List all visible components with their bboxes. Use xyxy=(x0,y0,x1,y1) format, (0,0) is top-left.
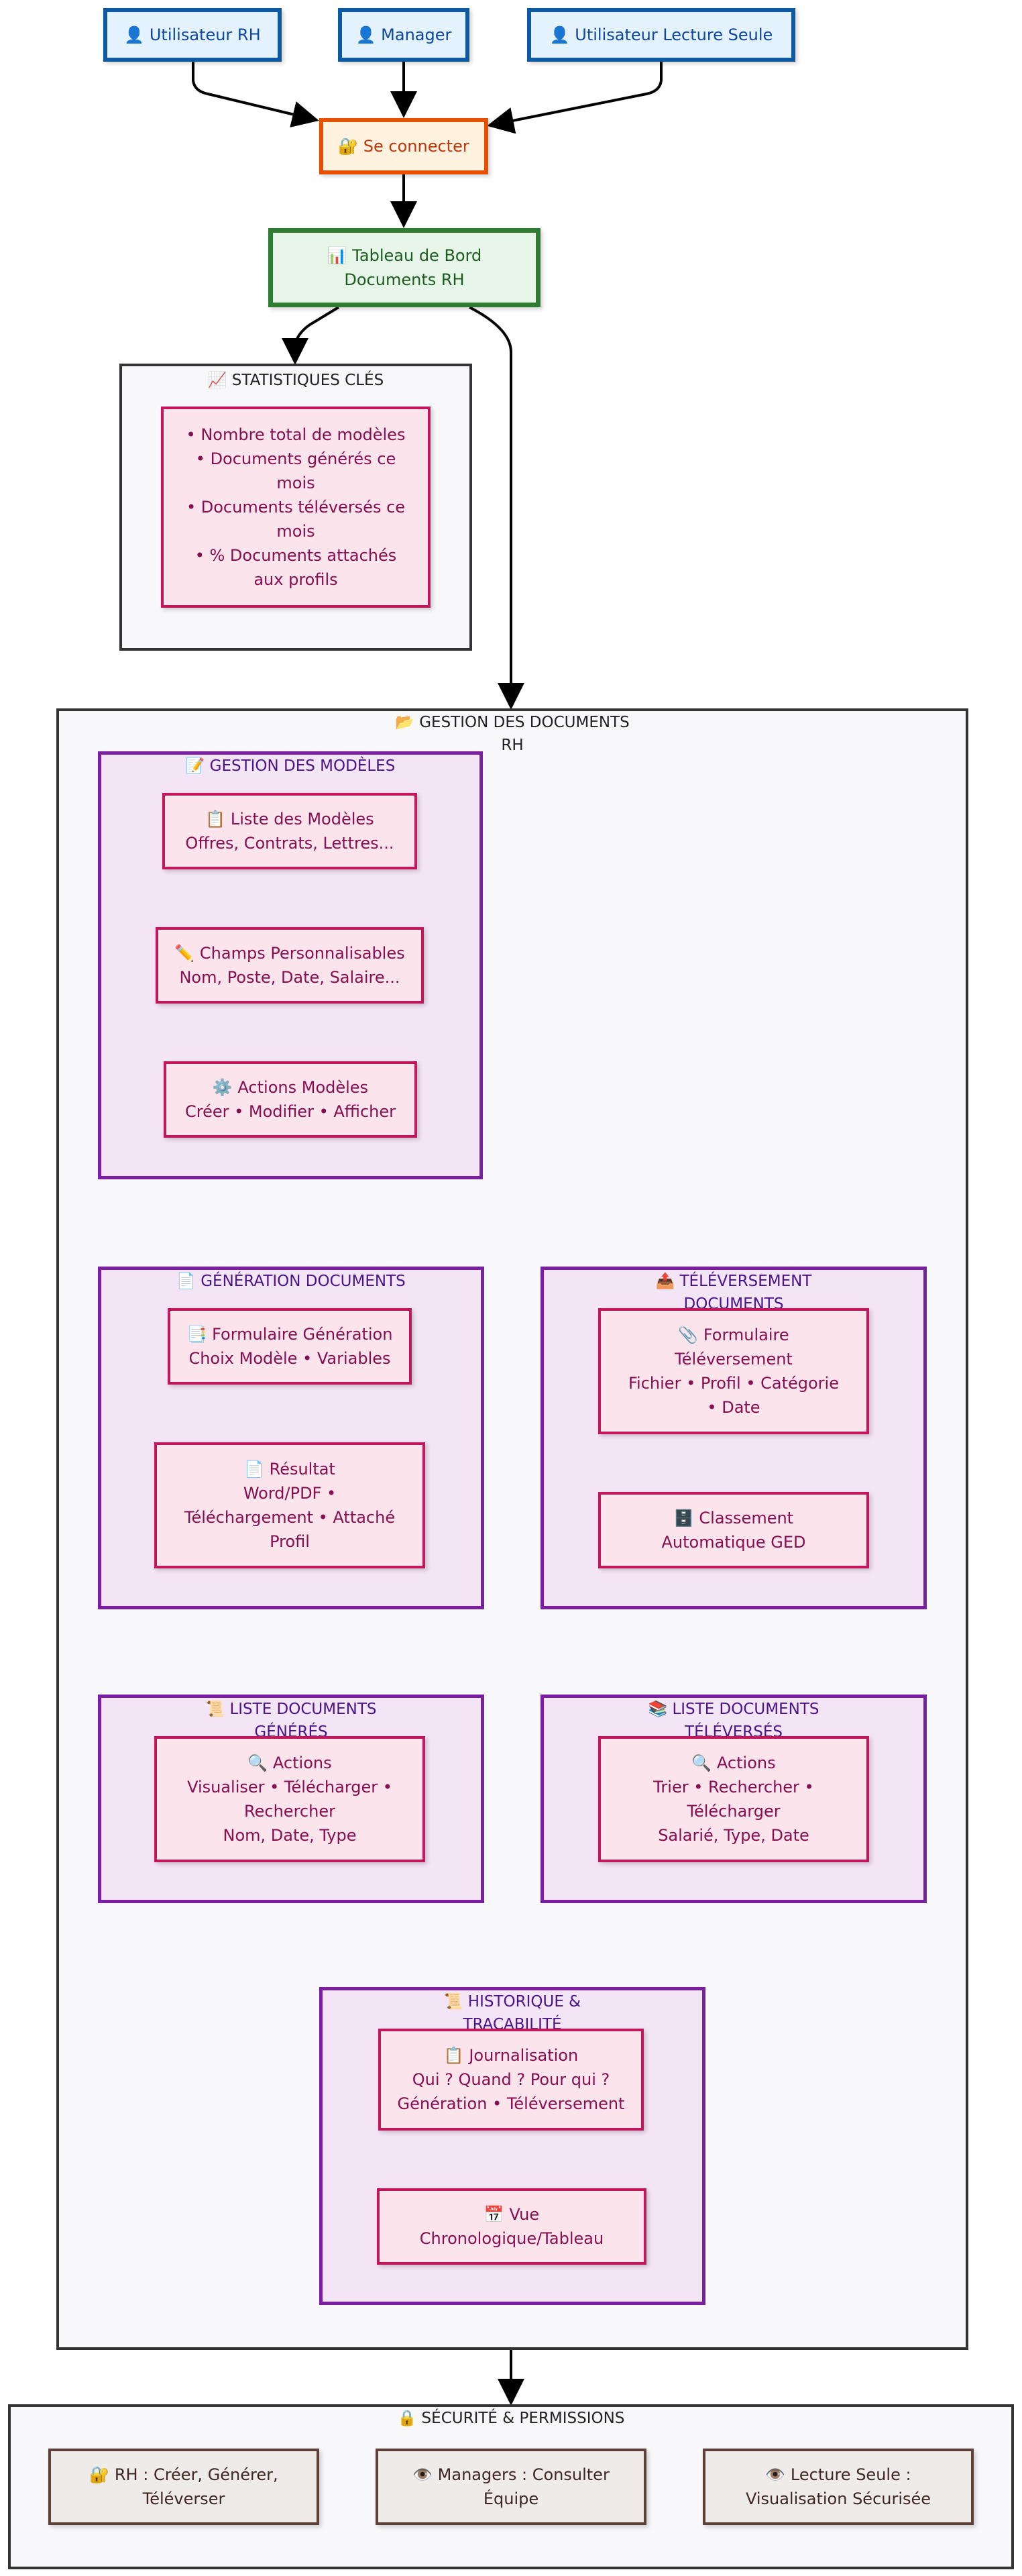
cluster-title-line: 📜 HISTORIQUE & xyxy=(443,1993,581,2010)
node-line: 📎 Formulaire xyxy=(678,1326,789,1344)
permission-rh-node[interactable]: 🔐 RH : Créer, Générer, Téléverser xyxy=(48,2449,319,2525)
node-line: Salarié, Type, Date xyxy=(658,1826,809,1845)
node-line: Chronologique/Tableau xyxy=(419,2229,604,2248)
gestion-title-line: 📂 GESTION DES DOCUMENTS xyxy=(395,714,630,731)
node-line: 📑 Formulaire Génération xyxy=(186,1325,393,1344)
node-line: 👁️ Lecture Seule : xyxy=(765,2465,911,2484)
classement-ged-node[interactable]: 🗄️ Classement Automatique GED xyxy=(598,1492,869,1568)
stats-line: mois xyxy=(276,474,315,492)
node-line: Téléversement xyxy=(675,1350,793,1368)
node-line: ✏️ Champs Personnalisables xyxy=(174,944,405,963)
node-line: 🔍 Actions xyxy=(247,1754,332,1772)
node-line: 🔍 Actions xyxy=(691,1754,776,1772)
generation-title: 📄 GÉNÉRATION DOCUMENTS xyxy=(176,1273,406,1290)
cluster-title-line: 📚 LISTE DOCUMENTS xyxy=(648,1701,819,1718)
node-line: 🔐 RH : Créer, Générer, xyxy=(89,2465,278,2484)
stats-line: • Nombre total de modèles xyxy=(186,425,406,444)
gestion-title: 📂 GESTION DES DOCUMENTS RH xyxy=(59,711,966,757)
journalisation-node[interactable]: 📋 Journalisation Qui ? Quand ? Pour qui … xyxy=(378,2029,644,2131)
stats-title: 📈 STATISTIQUES CLÉS xyxy=(207,372,384,389)
cluster-title-line: 📤 TÉLÉVERSEMENT xyxy=(655,1273,812,1290)
node-line: Nom, Poste, Date, Salaire... xyxy=(179,968,400,987)
actions-generes-node[interactable]: 🔍 Actions Visualiser • Télécharger • Rec… xyxy=(154,1736,425,1862)
stats-box: • Nombre total de modèles • Documents gé… xyxy=(161,407,431,608)
liste-modeles-node[interactable]: 📋 Liste des Modèles Offres, Contrats, Le… xyxy=(162,793,417,869)
node-line: 📋 Journalisation xyxy=(443,2046,579,2065)
node-line: Offres, Contrats, Lettres... xyxy=(185,834,394,853)
edge-dashboard-stats xyxy=(282,306,340,365)
actor-utilisateur-rh[interactable]: 👤 Utilisateur RH xyxy=(103,8,282,62)
champs-personnalisables-node[interactable]: ✏️ Champs Personnalisables Nom, Poste, D… xyxy=(156,927,424,1004)
vue-chronologique-node[interactable]: 📅 Vue Chronologique/Tableau xyxy=(377,2188,646,2265)
login-node[interactable]: 🔐 Se connecter xyxy=(319,118,488,174)
dashboard-node[interactable]: 📊 Tableau de Bord Documents RH xyxy=(268,228,541,307)
securite-title: 🔒 SÉCURITÉ & PERMISSIONS xyxy=(397,2410,625,2427)
node-line: Créer • Modifier • Afficher xyxy=(184,1102,396,1121)
edge-rh-login xyxy=(192,62,319,127)
node-line: Automatique GED xyxy=(661,1533,806,1552)
stats-line: • % Documents attachés xyxy=(194,546,397,565)
node-line: 📄 Résultat xyxy=(244,1460,335,1479)
permission-lecture-seule-node[interactable]: 👁️ Lecture Seule : Visualisation Sécuris… xyxy=(703,2449,974,2525)
node-line: Nom, Date, Type xyxy=(223,1826,357,1845)
node-line: Rechercher xyxy=(244,1802,335,1821)
actor-label: 👤 Manager xyxy=(355,25,452,44)
edge-readonly-login xyxy=(487,62,663,134)
node-line: Équipe xyxy=(483,2489,539,2508)
actor-utilisateur-lecture-seule[interactable]: 👤 Utilisateur Lecture Seule xyxy=(527,8,795,62)
resultat-node[interactable]: 📄 Résultat Word/PDF • Téléchargement • A… xyxy=(154,1442,425,1568)
node-line: Téléverser xyxy=(142,2489,225,2508)
gestion-title-line: RH xyxy=(501,737,524,754)
node-line: • Date xyxy=(707,1398,760,1417)
actor-manager[interactable]: 👤 Manager xyxy=(338,8,469,62)
node-line: 👁️ Managers : Consulter xyxy=(412,2465,610,2484)
node-line: ⚙️ Actions Modèles xyxy=(212,1078,369,1097)
node-line: Word/PDF • xyxy=(243,1484,337,1503)
formulaire-generation-node[interactable]: 📑 Formulaire Génération Choix Modèle • V… xyxy=(168,1308,412,1385)
node-line: Visualiser • Télécharger • xyxy=(187,1778,392,1796)
permission-managers-node[interactable]: 👁️ Managers : Consulter Équipe xyxy=(376,2449,646,2525)
actions-modeles-node[interactable]: ⚙️ Actions Modèles Créer • Modifier • Af… xyxy=(164,1061,417,1138)
stats-line: • Documents téléversés ce xyxy=(186,498,406,517)
login-label: 🔐 Se connecter xyxy=(338,137,469,156)
node-line: Profil xyxy=(270,1532,310,1551)
node-line: Choix Modèle • Variables xyxy=(188,1349,391,1368)
node-line: Téléchargement • Attaché xyxy=(184,1508,396,1527)
node-line: Fichier • Profil • Catégorie xyxy=(628,1374,839,1393)
modeles-title: 📝 GESTION DES MODÈLES xyxy=(185,757,396,775)
node-line: 🗄️ Classement xyxy=(673,1509,794,1527)
edge-dashboard-gestion xyxy=(469,306,524,710)
node-line: Visualisation Sécurisée xyxy=(745,2489,931,2508)
node-line: Qui ? Quand ? Pour qui ? xyxy=(412,2070,610,2089)
actor-label: 👤 Utilisateur Lecture Seule xyxy=(549,25,773,44)
dashboard-line: Documents RH xyxy=(344,270,465,289)
actions-televerses-node[interactable]: 🔍 Actions Trier • Rechercher • Télécharg… xyxy=(598,1736,869,1862)
stats-line: aux profils xyxy=(253,570,338,589)
node-line: Trier • Rechercher • xyxy=(653,1778,814,1796)
actor-label: 👤 Utilisateur RH xyxy=(124,25,261,44)
formulaire-televersement-node[interactable]: 📎 Formulaire Téléversement Fichier • Pro… xyxy=(598,1308,869,1434)
stats-line: • Documents générés ce xyxy=(195,449,396,468)
dashboard-line: 📊 Tableau de Bord xyxy=(327,246,482,265)
stats-line: mois xyxy=(276,522,315,541)
node-line: 📅 Vue xyxy=(484,2205,540,2224)
node-line: Génération • Téléversement xyxy=(397,2094,625,2113)
node-line: 📋 Liste des Modèles xyxy=(205,810,374,828)
cluster-title-line: 📜 LISTE DOCUMENTS xyxy=(205,1701,377,1718)
node-line: Télécharger xyxy=(687,1802,781,1821)
